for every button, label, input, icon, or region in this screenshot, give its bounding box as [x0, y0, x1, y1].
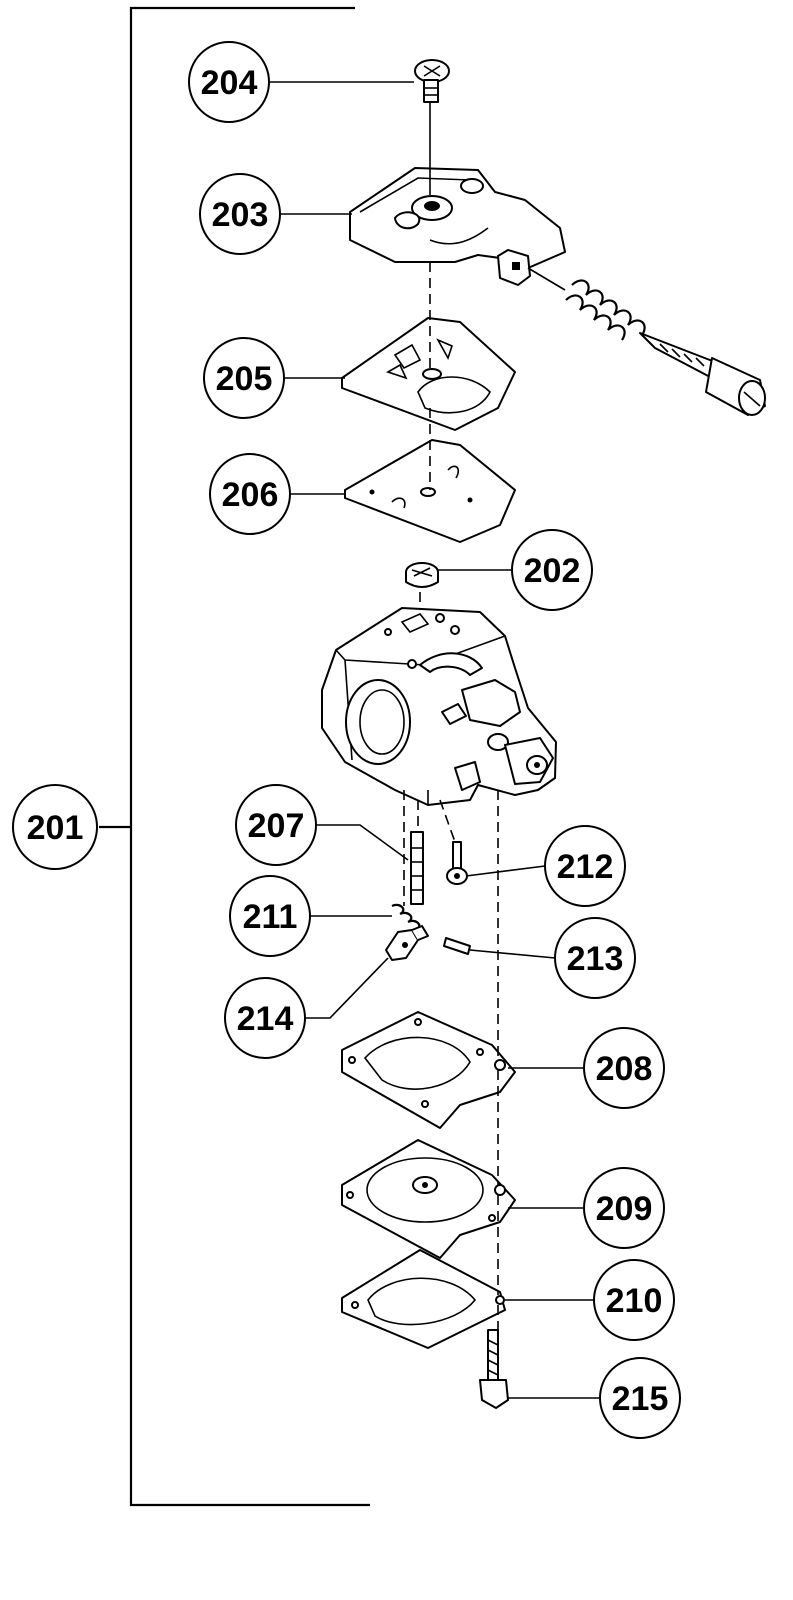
callout-203-label: 203: [212, 196, 269, 234]
callout-202-label: 202: [524, 552, 581, 590]
part-208-gasket: [341, 1011, 516, 1129]
part-211-spring: [391, 903, 421, 931]
callout-208-label: 208: [596, 1050, 653, 1088]
callout-215-label: 215: [612, 1380, 669, 1418]
callout-210-label: 210: [606, 1282, 663, 1320]
callout-212: 212: [544, 825, 626, 907]
callout-202: 202: [511, 529, 593, 611]
callout-207-label: 207: [248, 807, 305, 845]
callout-205-label: 205: [216, 360, 273, 398]
callout-204: 204: [188, 41, 270, 123]
callout-210: 210: [593, 1259, 675, 1341]
callout-206: 206: [209, 453, 291, 535]
assembly-bracket: [99, 6, 370, 1507]
callout-211-label: 211: [243, 898, 298, 936]
part-206-diaphragm: [344, 439, 516, 543]
callout-212-label: 212: [557, 848, 614, 886]
callout-213-label: 213: [567, 940, 624, 978]
part-213-pin: [443, 937, 471, 955]
leader-lines: [269, 81, 600, 1399]
callout-206-label: 206: [222, 476, 279, 514]
part-214-lever: [385, 925, 429, 961]
part-207-needle: [410, 831, 424, 905]
callout-201: 201: [12, 784, 98, 870]
callout-205: 205: [203, 337, 285, 419]
part-205-gasket: [341, 317, 516, 431]
callout-213: 213: [554, 917, 636, 999]
callout-214-label: 214: [237, 1000, 294, 1038]
callouts: 201 202 203 204 205 206 207 208: [12, 41, 681, 1439]
part-203-adjust-needle: [639, 332, 766, 416]
carburetor-body: [321, 607, 557, 806]
callout-208: 208: [583, 1027, 665, 1109]
part-203-cover: [349, 167, 566, 286]
part-204-screw: [414, 59, 450, 103]
centerlines: [403, 102, 499, 1330]
part-209-diaphragm: [341, 1139, 516, 1259]
part-212-screw: [446, 841, 468, 885]
callout-207: 207: [235, 784, 317, 866]
callout-204-label: 204: [201, 64, 258, 102]
part-215-screw: [479, 1329, 509, 1409]
callout-215: 215: [599, 1357, 681, 1439]
callout-203: 203: [199, 173, 281, 255]
part-210-gasket: [341, 1249, 506, 1349]
callout-214: 214: [224, 977, 306, 1059]
part-202-screen: [405, 562, 439, 588]
callout-211: 211: [229, 875, 311, 957]
callout-209-label: 209: [596, 1190, 653, 1228]
callout-209: 209: [583, 1167, 665, 1249]
callout-201-label: 201: [27, 809, 84, 847]
part-203-adjust-spring: [527, 267, 646, 341]
